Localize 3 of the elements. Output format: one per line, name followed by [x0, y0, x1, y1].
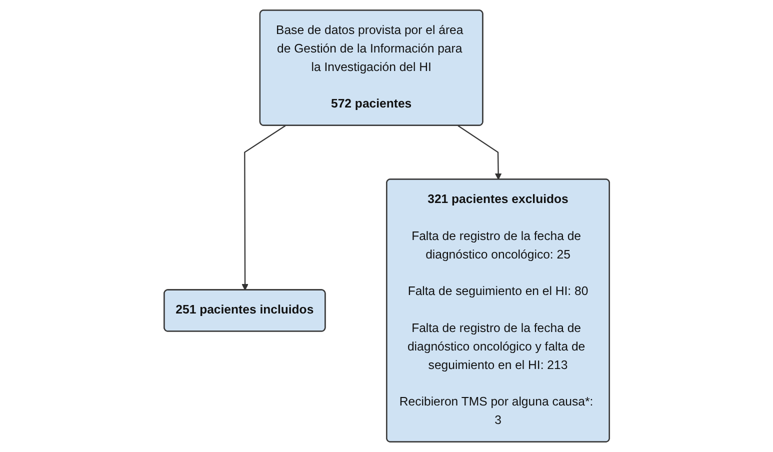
flowchart: Base de datos provista por el área de Gestión de la Información para la Investigación del HI 572 pacientes 321 pacientes excluidos Falta de registro de la fecha de diagnóstico oncológico: 25 Falta de seguimiento en el HI: 80 Falta de registro de la fecha de diagnóstico oncológico y falta de seguimiento en el HI: 213 Recibieron TMS por alguna causa*: 3 251 pacientes incluidos [158, 4, 616, 448]
arrow [241, 125, 286, 290]
arrow [458, 125, 502, 180]
